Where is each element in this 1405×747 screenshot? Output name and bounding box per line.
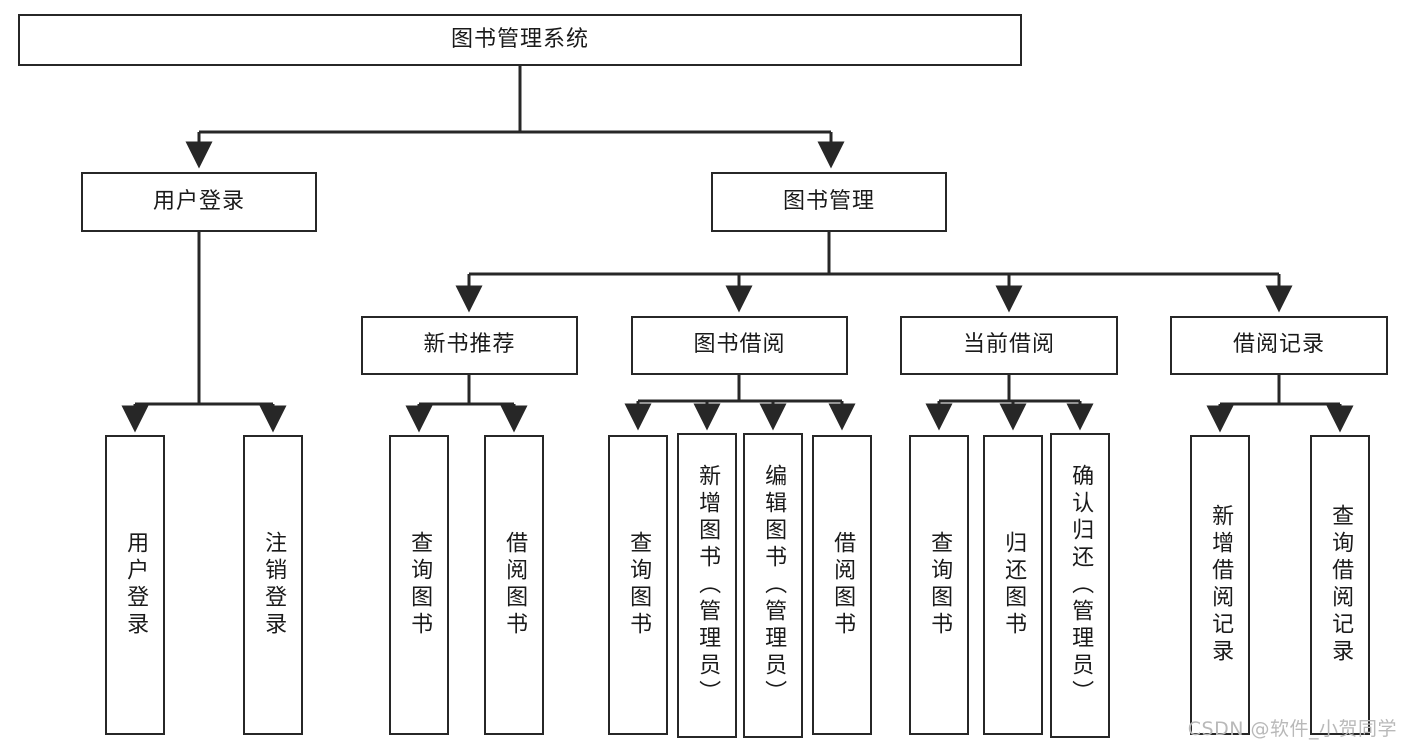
node-leaf-logout-label: 注销登录: [261, 531, 287, 639]
node-leaf-user-login[interactable]: 用户登录: [105, 435, 165, 735]
node-leaf-edit-book[interactable]: 编辑图书（管理员）: [743, 433, 803, 738]
node-leaf-add-record[interactable]: 新增借阅记录: [1190, 435, 1250, 735]
node-new-book-rec-label: 新书推荐: [423, 332, 516, 358]
node-leaf-confirm-return[interactable]: 确认归还（管理员）: [1050, 433, 1110, 738]
node-leaf-query-book-2-label: 查询图书: [626, 531, 652, 639]
node-leaf-borrow-book-1-label: 借阅图书: [502, 531, 528, 639]
node-leaf-add-book[interactable]: 新增图书（管理员）: [677, 433, 737, 738]
node-root[interactable]: 图书管理系统: [18, 14, 1022, 66]
node-user-login-label: 用户登录: [152, 188, 245, 214]
node-root-label: 图书管理系统: [450, 26, 589, 52]
node-new-book-rec[interactable]: 新书推荐: [361, 316, 578, 375]
node-leaf-user-login-label: 用户登录: [123, 531, 149, 639]
node-current-borrow-label: 当前借阅: [962, 332, 1055, 358]
node-leaf-return-book[interactable]: 归还图书: [983, 435, 1043, 735]
node-leaf-borrow-book-1[interactable]: 借阅图书: [484, 435, 544, 735]
node-current-borrow[interactable]: 当前借阅: [900, 316, 1118, 375]
node-leaf-query-book-3[interactable]: 查询图书: [909, 435, 969, 735]
node-book-manage[interactable]: 图书管理: [711, 172, 947, 232]
node-leaf-query-book-3-label: 查询图书: [927, 531, 953, 639]
node-book-manage-label: 图书管理: [782, 188, 875, 214]
node-leaf-query-record[interactable]: 查询借阅记录: [1310, 435, 1370, 735]
node-borrow-record[interactable]: 借阅记录: [1170, 316, 1388, 375]
node-user-login[interactable]: 用户登录: [81, 172, 317, 232]
node-leaf-confirm-return-label: 确认归还（管理员）: [1068, 464, 1094, 707]
node-leaf-query-book-1-label: 查询图书: [407, 531, 433, 639]
node-leaf-edit-book-label: 编辑图书（管理员）: [761, 464, 787, 707]
node-leaf-add-record-label: 新增借阅记录: [1208, 504, 1234, 666]
node-leaf-add-book-label: 新增图书（管理员）: [695, 464, 721, 707]
node-leaf-logout[interactable]: 注销登录: [243, 435, 303, 735]
node-book-borrow[interactable]: 图书借阅: [631, 316, 848, 375]
node-leaf-return-book-label: 归还图书: [1001, 531, 1027, 639]
node-leaf-query-record-label: 查询借阅记录: [1328, 504, 1354, 666]
node-book-borrow-label: 图书借阅: [693, 332, 786, 358]
node-leaf-query-book-1[interactable]: 查询图书: [389, 435, 449, 735]
node-leaf-borrow-book-2-label: 借阅图书: [830, 531, 856, 639]
node-leaf-borrow-book-2[interactable]: 借阅图书: [812, 435, 872, 735]
node-leaf-query-book-2[interactable]: 查询图书: [608, 435, 668, 735]
node-borrow-record-label: 借阅记录: [1232, 332, 1325, 358]
